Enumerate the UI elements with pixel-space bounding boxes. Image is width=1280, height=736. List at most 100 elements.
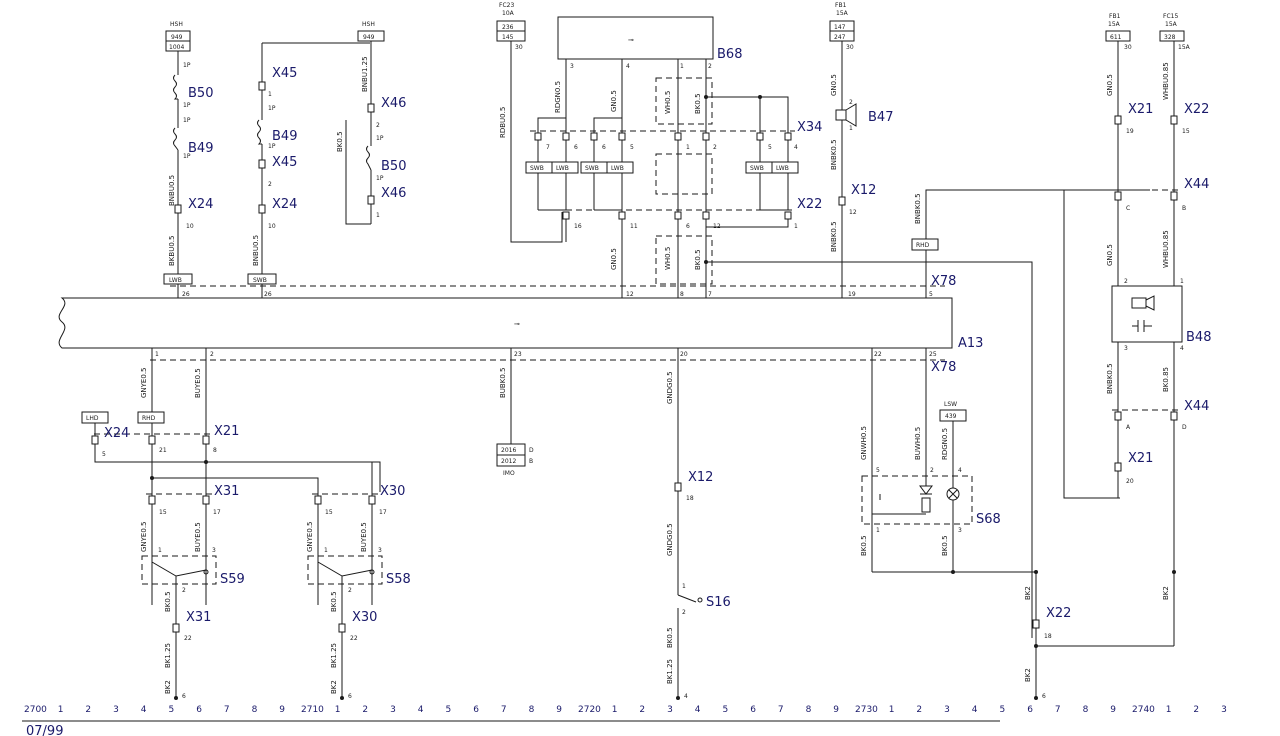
- svg-text:1: 1: [155, 351, 159, 358]
- svg-text:2: 2: [708, 63, 712, 70]
- svg-text:30: 30: [515, 44, 523, 51]
- svg-text:247: 247: [834, 34, 846, 41]
- svg-text:6: 6: [182, 693, 186, 700]
- svg-text:11: 11: [630, 223, 638, 230]
- ruler-label: 8: [252, 705, 258, 715]
- svg-text:2016: 2016: [501, 447, 516, 454]
- tag-rhd-left: [137, 411, 165, 424]
- svg-text:GN0.5: GN0.5: [1106, 244, 1114, 266]
- svg-text:5: 5: [102, 451, 106, 458]
- svg-text:BNBK0.5: BNBK0.5: [830, 221, 838, 252]
- svg-text:GNDG0.5: GNDG0.5: [666, 523, 674, 556]
- svg-text:5: 5: [876, 467, 880, 474]
- svg-text:328: 328: [1164, 34, 1176, 41]
- ruler-label: 2: [1193, 705, 1199, 715]
- svg-text:949: 949: [171, 34, 183, 41]
- x22-a-label: X22: [797, 197, 822, 212]
- svg-text:26: 26: [264, 291, 272, 298]
- svg-text:26: 26: [182, 291, 190, 298]
- svg-text:BNBK0.5: BNBK0.5: [830, 139, 838, 170]
- x12-a-label: X12: [851, 183, 876, 198]
- svg-text:17: 17: [379, 509, 387, 516]
- a13-symbol-icon: ⊸: [514, 320, 520, 328]
- x12-b-label: X12: [688, 470, 713, 485]
- svg-text:A: A: [1126, 424, 1131, 431]
- s68-label: S68: [976, 512, 1001, 527]
- svg-text:10: 10: [268, 223, 276, 230]
- svg-text:10: 10: [186, 223, 194, 230]
- x46-b-label: X46: [381, 186, 406, 201]
- svg-text:15: 15: [1182, 128, 1190, 135]
- svg-text:1: 1: [849, 125, 853, 132]
- variant-tags: SWB LWB SWB LWB SWB LWB: [525, 161, 799, 174]
- svg-text:SWB: SWB: [750, 165, 764, 172]
- svg-text:12: 12: [849, 209, 857, 216]
- ruler-label: 4: [695, 705, 701, 715]
- ruler-label: 5: [1000, 705, 1006, 715]
- revision-date: 07/99: [26, 724, 63, 736]
- ruler-label: 2730: [855, 705, 878, 715]
- svg-text:1: 1: [680, 63, 684, 70]
- ruler-label: 8: [1083, 705, 1089, 715]
- fb1-mid-fuse: FB1 15A 147 247 30: [829, 2, 855, 51]
- svg-text:B: B: [529, 458, 533, 465]
- ruler-label: 3: [113, 705, 119, 715]
- ruler-label: 2710: [301, 705, 324, 715]
- svg-text:1P: 1P: [183, 153, 191, 160]
- svg-text:BK2: BK2: [330, 680, 338, 694]
- svg-text:SWB: SWB: [585, 165, 599, 172]
- svg-text:21: 21: [159, 447, 167, 454]
- svg-text:3: 3: [1124, 345, 1128, 352]
- x78-bottom-label: X78: [931, 360, 956, 375]
- ruler-label: 8: [529, 705, 535, 715]
- svg-text:7: 7: [708, 291, 712, 298]
- x30-a-label: X30: [380, 484, 405, 499]
- svg-text:BK0.5: BK0.5: [694, 249, 702, 270]
- x44-b-label: X44: [1184, 399, 1209, 414]
- module-a13: ⊸ A13 26 26 12 8 7 19 5 1 2 23 20 22 25: [58, 291, 983, 358]
- svg-text:BUWH0.5: BUWH0.5: [914, 427, 922, 460]
- svg-text:611: 611: [1110, 34, 1122, 41]
- fb1-right-fuse: FB1 15A 611 30: [1105, 13, 1132, 51]
- svg-text:1: 1: [682, 583, 686, 590]
- ruler-label: 6: [473, 705, 479, 715]
- ruler-label: 1: [58, 705, 64, 715]
- svg-text:SWB: SWB: [530, 165, 544, 172]
- svg-text:8: 8: [680, 291, 684, 298]
- svg-text:3: 3: [212, 547, 216, 554]
- svg-text:BK0.5: BK0.5: [941, 535, 949, 556]
- ruler-label: 4: [418, 705, 424, 715]
- ruler-label: 2720: [578, 705, 601, 715]
- svg-text:GN0.5: GN0.5: [610, 90, 618, 112]
- svg-text:4: 4: [794, 144, 798, 151]
- svg-text:2012: 2012: [501, 458, 516, 465]
- svg-text:1: 1: [794, 223, 798, 230]
- svg-text:GNDG0.5: GNDG0.5: [666, 371, 674, 404]
- ruler-label: 8: [806, 705, 812, 715]
- x24-b-label: X24: [272, 197, 297, 212]
- svg-text:GN0.5: GN0.5: [1106, 74, 1114, 96]
- svg-text:1: 1: [324, 547, 328, 554]
- svg-text:23: 23: [514, 351, 522, 358]
- ruler-label: 6: [1027, 705, 1033, 715]
- x45-b-label: X45: [272, 155, 297, 170]
- b48-camera-icon: [1131, 295, 1155, 332]
- b50-top-label: B50: [188, 86, 213, 101]
- svg-text:12: 12: [626, 291, 634, 298]
- svg-text:20: 20: [1126, 478, 1134, 485]
- svg-text:10A: 10A: [502, 10, 515, 17]
- svg-text:1: 1: [158, 547, 162, 554]
- svg-text:4: 4: [1180, 345, 1184, 352]
- tag-rhd-mid: [911, 238, 939, 251]
- svg-text:BK1.25: BK1.25: [666, 659, 674, 684]
- svg-text:25: 25: [929, 351, 937, 358]
- svg-text:6: 6: [602, 144, 606, 151]
- svg-text:1P: 1P: [183, 102, 191, 109]
- svg-text:2: 2: [682, 609, 686, 616]
- s59-switch: [141, 555, 217, 585]
- svg-text:SWB: SWB: [253, 277, 267, 284]
- b48-label: B48: [1186, 330, 1211, 345]
- x21-b-label: X21: [214, 424, 239, 439]
- x34-pins: 7 6 6 5 1 2 5 4: [534, 132, 798, 151]
